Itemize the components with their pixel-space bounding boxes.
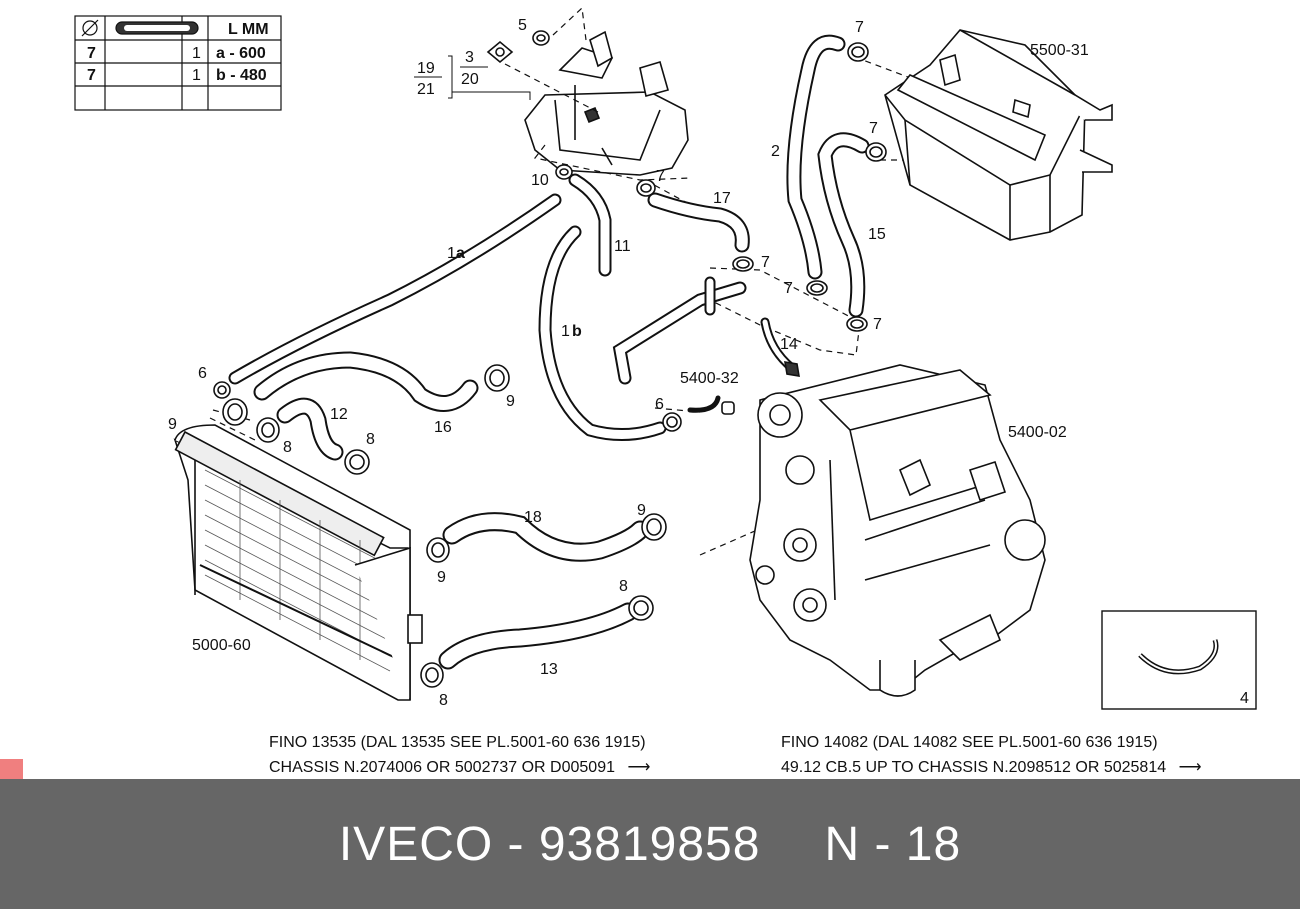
parts-diagram: L MM 7 1 a - 600 7 1 b - 480 3 20 19 21 bbox=[74, 6, 1257, 710]
table-row1-c4: a - 600 bbox=[216, 45, 266, 62]
label-19: 19 bbox=[417, 60, 435, 77]
diameter-icon bbox=[81, 19, 99, 37]
note-left-line1: FINO 13535 (DAL 13535 SEE PL.5001-60 636… bbox=[269, 734, 646, 751]
label-7e: 7 bbox=[784, 280, 793, 297]
label-7b: 7 bbox=[855, 19, 864, 36]
ref-5400-32: 5400-32 bbox=[680, 370, 739, 387]
clamps bbox=[213, 30, 887, 688]
label-8a: 8 bbox=[283, 439, 292, 456]
ref-5500-31: 5500-31 bbox=[1030, 42, 1089, 59]
footer-brand: IVECO bbox=[338, 817, 494, 871]
table-row1-c1: 7 bbox=[87, 45, 96, 62]
label-8c: 8 bbox=[619, 578, 628, 595]
tool-logo-icon bbox=[115, 21, 199, 35]
label-18: 18 bbox=[524, 509, 542, 526]
label-9c: 9 bbox=[637, 502, 646, 519]
ref-5000-60: 5000-60 bbox=[192, 637, 251, 654]
label-2: 2 bbox=[771, 143, 780, 160]
label-9a: 9 bbox=[168, 416, 177, 433]
label-20: 20 bbox=[461, 71, 479, 88]
footer-part-number: 93819858 bbox=[538, 817, 761, 871]
note-left-line2-text: CHASSIS N.2074006 OR 5002737 OR D005091 bbox=[269, 759, 615, 776]
engine bbox=[749, 364, 1046, 697]
label-6b: 6 bbox=[655, 396, 664, 413]
label-1b-suffix: b bbox=[572, 323, 582, 340]
table-row2-c3: 1 bbox=[192, 67, 201, 84]
label-9b: 9 bbox=[506, 393, 515, 410]
arrow-right-icon: ⟶ bbox=[1178, 759, 1202, 776]
label-9d: 9 bbox=[437, 569, 446, 586]
label-10: 10 bbox=[531, 172, 549, 189]
label-11: 11 bbox=[614, 238, 631, 255]
label-4: 4 bbox=[1240, 690, 1249, 707]
arrow-right-icon: ⟶ bbox=[627, 759, 651, 776]
label-7c: 7 bbox=[869, 120, 878, 137]
note-right-line2-text: 49.12 CB.5 UP TO CHASSIS N.2098512 OR 50… bbox=[781, 759, 1167, 776]
ref-5400-02: 5400-02 bbox=[1008, 424, 1067, 441]
tank-cap bbox=[486, 40, 514, 64]
label-5: 5 bbox=[518, 17, 527, 34]
label-7a: 7 bbox=[656, 168, 665, 185]
label-1b-num: 1 bbox=[561, 323, 570, 340]
table-row2-c1: 7 bbox=[87, 67, 96, 84]
red-marker bbox=[0, 759, 23, 779]
table-header-length: L MM bbox=[228, 21, 269, 38]
expansion-tank bbox=[524, 30, 689, 176]
label-8b: 8 bbox=[366, 431, 375, 448]
note-right-line2: 49.12 CB.5 UP TO CHASSIS N.2098512 OR 50… bbox=[781, 757, 1202, 777]
label-16: 16 bbox=[434, 419, 452, 436]
heater-unit bbox=[884, 29, 1113, 241]
label-8d: 8 bbox=[439, 692, 448, 709]
label-15: 15 bbox=[868, 226, 886, 243]
label-3: 3 bbox=[465, 49, 474, 66]
inset-item-4 bbox=[1101, 610, 1257, 710]
label-21: 21 bbox=[417, 81, 435, 98]
table-row2-c4: b - 480 bbox=[216, 67, 267, 84]
reference-table bbox=[74, 15, 282, 111]
label-6a: 6 bbox=[198, 365, 207, 382]
label-12: 12 bbox=[330, 406, 348, 423]
label-7f: 7 bbox=[873, 316, 882, 333]
footer-separator: - bbox=[493, 817, 539, 871]
table-row1-c3: 1 bbox=[192, 45, 201, 62]
label-7d: 7 bbox=[761, 254, 770, 271]
label-13: 13 bbox=[540, 661, 558, 678]
label-1a-num: 1 bbox=[447, 245, 456, 262]
footer-page-ref: N - 18 bbox=[824, 817, 962, 871]
note-left-line2: CHASSIS N.2074006 OR 5002737 OR D005091 … bbox=[269, 757, 650, 777]
label-1a-suffix: a bbox=[456, 245, 465, 262]
radiator bbox=[173, 424, 423, 701]
label-17: 17 bbox=[713, 190, 731, 207]
footer-bar: IVECO - 93819858 N - 18 bbox=[0, 779, 1300, 909]
footer-caption: IVECO - 93819858 N - 18 bbox=[0, 779, 1300, 909]
note-right-line1: FINO 14082 (DAL 14082 SEE PL.5001-60 636… bbox=[781, 734, 1158, 751]
label-14: 14 bbox=[780, 336, 798, 353]
